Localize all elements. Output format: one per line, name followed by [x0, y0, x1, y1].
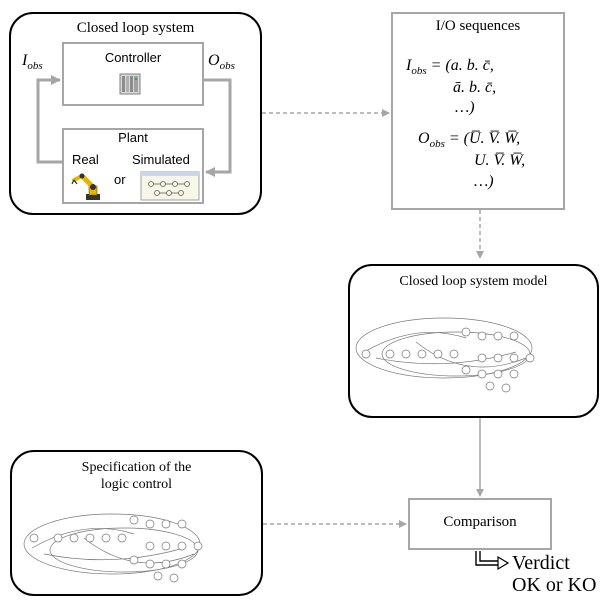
iobs-label: Iobs: [22, 52, 43, 72]
oobs-sequence-line2: U. V̅. W̅,: [474, 152, 526, 169]
specification-title-line2: logic control: [100, 477, 173, 492]
closed-loop-title: Closed loop system: [76, 20, 195, 36]
model-title: Closed loop system model: [399, 274, 548, 289]
iobs-sequence-line3: …): [455, 99, 475, 116]
comparison-box: [408, 498, 552, 550]
real-label: Real: [72, 152, 99, 167]
plant-label: Plant: [118, 130, 148, 145]
iobs-sequence-line2: ā. b. c̄,: [453, 79, 497, 96]
specification-title-line1: Specification of the: [81, 460, 192, 475]
controller-label: Controller: [104, 50, 162, 65]
or-label: or: [114, 172, 126, 187]
iobs-sequence: Iobs = (a. b. c̄,: [406, 57, 494, 77]
arrow-verdict: [475, 551, 510, 571]
comparison-label: Comparison: [443, 514, 517, 530]
oobs-sequence-line3: …): [474, 173, 494, 190]
oobs-label: Oobs: [208, 52, 235, 72]
io-sequences-title: I/O sequences: [435, 18, 521, 34]
io-sequences-box: [391, 12, 565, 210]
oobs-sequence: Oobs = (U̅. V̅. W̅,: [418, 130, 521, 150]
simulated-label: Simulated: [132, 152, 190, 167]
verdict-line1: Verdict: [512, 552, 570, 574]
verdict-line2: OK or KO: [512, 574, 597, 596]
